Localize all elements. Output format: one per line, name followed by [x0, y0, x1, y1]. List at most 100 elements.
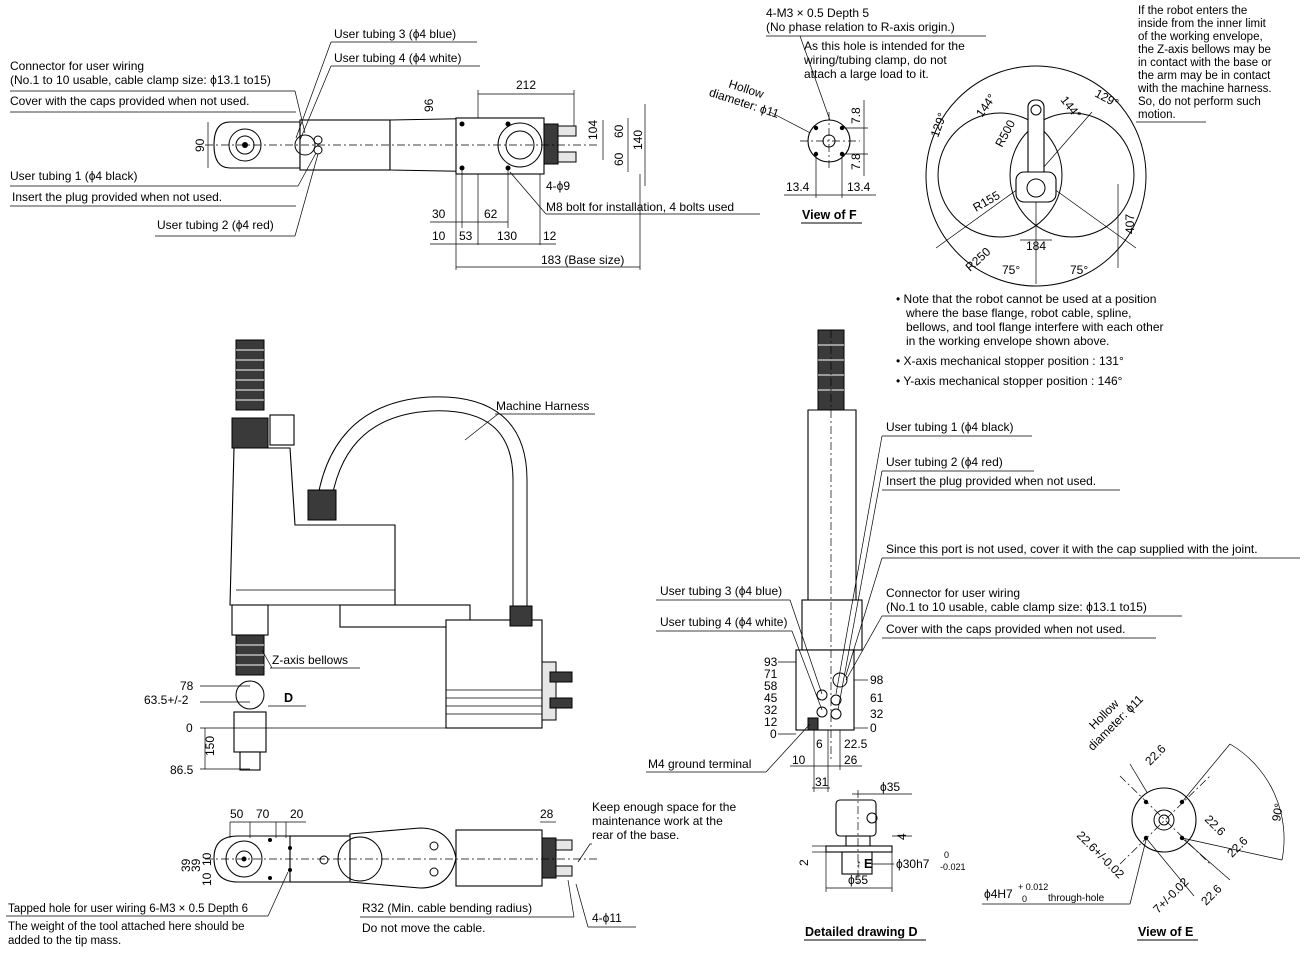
svg-text:32: 32	[764, 703, 778, 717]
svg-text:98: 98	[870, 673, 884, 687]
front-base	[795, 649, 855, 731]
label-port-note: Since this port is not used, cover it wi…	[886, 542, 1258, 556]
svg-text:0: 0	[1022, 894, 1027, 904]
dim-7-tol: 7+/-0.02	[1150, 875, 1192, 917]
svg-text:0: 0	[870, 721, 877, 735]
dim-60-bottom: 60	[612, 152, 626, 166]
svg-text:in contact with the base or: in contact with the base or	[1138, 57, 1272, 69]
angle-129-left: 129°	[928, 111, 950, 139]
dim-4: 4	[895, 833, 909, 840]
dim-phi-30h7: ϕ30h7	[896, 857, 930, 871]
svg-text:wiring/tubing clamp, do not: wiring/tubing clamp, do not	[803, 53, 947, 67]
label-machine-harness: Machine Harness	[496, 399, 589, 413]
dim-130: 130	[497, 229, 517, 243]
svg-text:61: 61	[870, 691, 884, 705]
label-front-tubing-4: User tubing 4 (ϕ4 white)	[660, 615, 787, 629]
label-cover-caps: Cover with the caps provided when not us…	[10, 94, 249, 108]
view-e-marker: E	[864, 857, 872, 871]
angle-75-right: 75°	[1070, 263, 1088, 277]
dim-0: 0	[186, 721, 193, 735]
label-insert-plug: Insert the plug provided when not used.	[12, 190, 222, 204]
dim-28: 28	[540, 807, 554, 821]
label-keep-space: Keep enough space for the	[592, 800, 736, 814]
dim-22-6-a: 22.6	[1142, 741, 1169, 768]
label-connector-wiring: Connector for user wiring	[10, 59, 144, 73]
label-tapped-hole: Tapped hole for user wiring 6-M3 × 0.5 D…	[8, 903, 248, 915]
dim-10: 10	[432, 229, 446, 243]
side-base	[445, 619, 543, 729]
dim-150: 150	[203, 736, 217, 756]
dim-407: 407	[1123, 214, 1137, 234]
dim-30: 30	[432, 207, 446, 221]
svg-text:0: 0	[770, 727, 777, 741]
svg-text:As this hole is intended for t: As this hole is intended for the	[804, 39, 965, 53]
svg-text:inside from the inner limit: inside from the inner limit	[1138, 18, 1267, 30]
dim-60-top: 60	[612, 124, 626, 138]
note-x-stopper: • X-axis mechanical stopper position : 1…	[896, 354, 1124, 368]
dim-phi-35: ϕ35	[880, 780, 900, 794]
dim-22-6-c: 22.6	[1224, 833, 1251, 860]
angle-90: 90°	[1269, 802, 1286, 823]
detail-d-title: Detailed drawing D	[805, 925, 918, 939]
dim-26: 26	[844, 753, 858, 767]
bottom-view: 50 70 20 28 39 39 10 10 Keep enough spac…	[6, 800, 736, 947]
angle-144-left: 144°	[973, 91, 999, 120]
dim-13-4-right: 13.4	[847, 180, 871, 194]
label-ground-terminal: M4 ground terminal	[648, 757, 751, 771]
tool-flange-e	[1131, 787, 1197, 853]
envelope-inner-right	[1009, 112, 1135, 238]
label-phi-4h7: ϕ4H7	[984, 887, 1013, 901]
label-user-tubing-3: User tubing 3 (ϕ4 blue)	[334, 27, 456, 41]
dim-12: 12	[543, 229, 557, 243]
svg-text:bellows, and tool flange inter: bellows, and tool flange interfere with …	[906, 320, 1164, 334]
dim-212: 212	[516, 78, 536, 92]
side-arm-lower	[339, 604, 471, 628]
envelope-outer-circle	[925, 65, 1147, 287]
dim-86-5: 86.5	[170, 763, 194, 777]
detail-d: ϕ35 4 2 ↑ E ϕ30h7 0 -0.021 ϕ55 Detailed …	[797, 780, 966, 941]
svg-text:in the working envelope shown: in the working envelope shown above.	[906, 334, 1109, 348]
detail-d-marker: D	[284, 691, 293, 705]
svg-text:32: 32	[870, 707, 884, 721]
label-tool-weight: The weight of the tool attached here sho…	[8, 921, 245, 933]
bottom-arm1	[349, 827, 457, 889]
dim-39-a: 39	[179, 858, 193, 872]
svg-text:+ 0.012: + 0.012	[1018, 882, 1048, 892]
svg-text:added to the tip mass.: added to the tip mass.	[8, 935, 121, 947]
dim-22-5: 22.5	[844, 737, 868, 751]
svg-text:rear of the base.: rear of the base.	[592, 828, 679, 842]
dim-184: 184	[1026, 239, 1046, 253]
dim-13-4-left: 13.4	[786, 180, 810, 194]
angle-144-right: 144°	[1058, 93, 1084, 121]
dim-7-8-top: 7.8	[849, 107, 863, 124]
svg-text:(No phase relation to R-axis o: (No phase relation to R-axis origin.)	[766, 20, 955, 34]
dim-50: 50	[230, 807, 244, 821]
view-e-title: View of E	[1138, 925, 1193, 939]
dim-53: 53	[459, 229, 473, 243]
svg-text:-0.021: -0.021	[940, 862, 966, 872]
envelope-warning: If the robot enters the	[1138, 5, 1247, 17]
working-envelope: If the robot enters the inside from the …	[925, 5, 1272, 287]
label-front-insert-plug: Insert the plug provided when not used.	[886, 474, 1096, 488]
label-front-tubing-3: User tubing 3 (ϕ4 blue)	[660, 584, 782, 598]
angle-75-left: 75°	[1002, 263, 1020, 277]
svg-text:71: 71	[764, 667, 778, 681]
radius-155: R155	[971, 188, 1003, 215]
upper-bellows	[235, 339, 265, 411]
svg-text:with the machine harness.: with the machine harness.	[1137, 83, 1272, 95]
bottom-base	[455, 829, 543, 887]
dim-104: 104	[586, 120, 600, 140]
svg-text:12: 12	[764, 715, 778, 729]
svg-text:0: 0	[944, 850, 949, 860]
dim-20: 20	[290, 807, 304, 821]
svg-text:45: 45	[764, 691, 778, 705]
radius-500: R500	[992, 117, 1018, 149]
dim-31: 31	[815, 775, 829, 789]
dim-10-a: 10	[200, 852, 214, 866]
angle-129-right: 129°	[1093, 86, 1122, 110]
usage-notes: • Note that the robot cannot be used at …	[896, 292, 1164, 388]
label-r32: R32 (Min. cable bending radius)	[362, 901, 532, 915]
dim-90: 90	[193, 138, 207, 152]
side-view: Machine Harness Z-axis bellows D 78 63.5…	[144, 339, 595, 777]
